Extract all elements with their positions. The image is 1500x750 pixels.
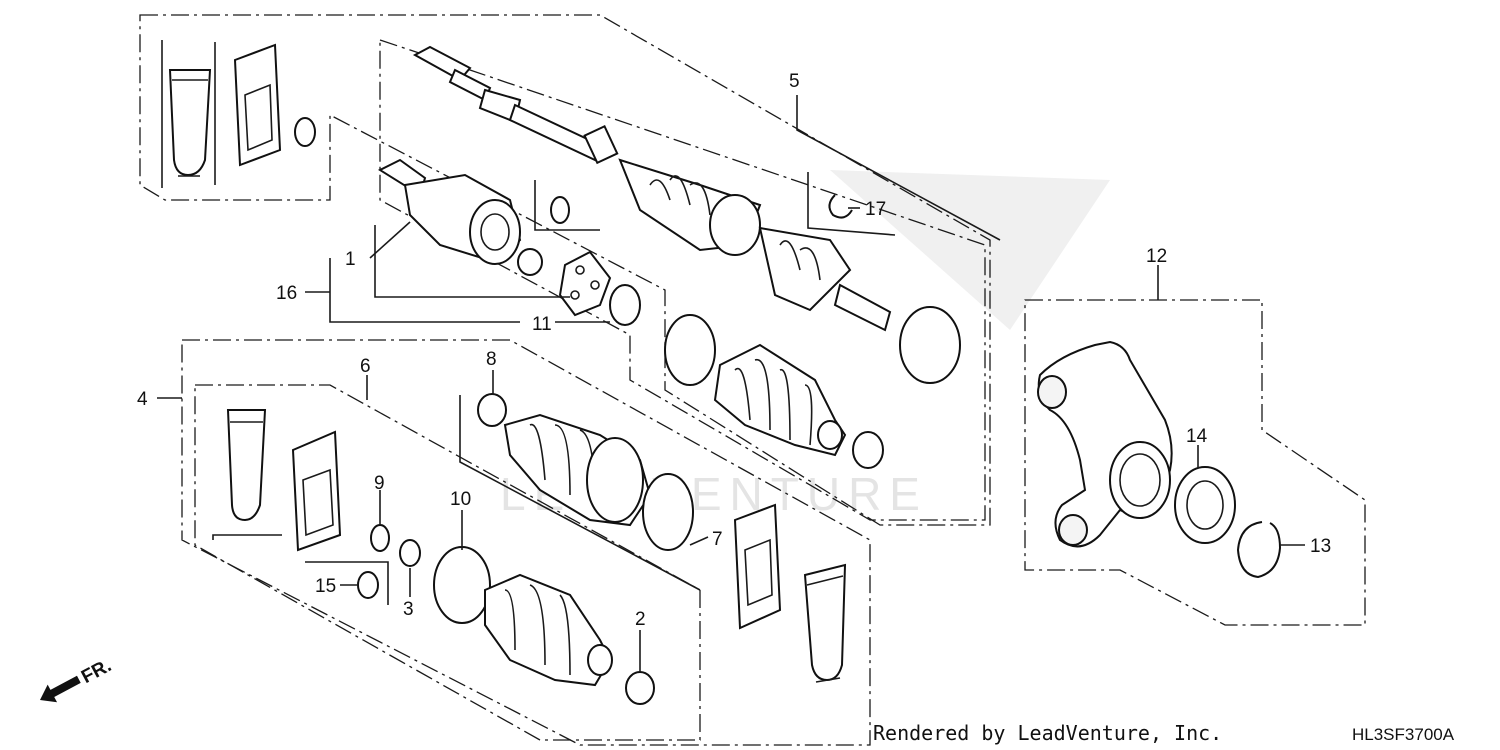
callout-6: 6 — [360, 356, 371, 377]
callout-12: 12 — [1146, 246, 1167, 267]
kit-box-12 — [1024, 299, 1366, 626]
ring-15 — [357, 571, 379, 599]
drive-shaft-assembly — [412, 45, 892, 332]
front-arrow-icon — [40, 675, 81, 703]
ring-3 — [399, 539, 421, 567]
callout-labels: 1 2 3 4 5 6 7 8 9 10 11 12 13 14 15 16 1… — [137, 71, 1331, 630]
callout-7: 7 — [712, 529, 723, 550]
ring-small-a — [550, 196, 570, 224]
grease-pack-right — [733, 503, 782, 630]
grease-tube-top — [168, 69, 212, 177]
kit-box-6 — [194, 384, 701, 741]
callout-15: 15 — [315, 576, 336, 597]
direction-label: FR. — [78, 655, 115, 688]
clamp-small-8 — [477, 393, 507, 427]
wheel-bearing — [1174, 466, 1236, 544]
callout-10: 10 — [450, 489, 471, 510]
grease-tube-left — [226, 409, 267, 522]
band-clamp-large-right — [899, 306, 961, 384]
credit-text: Rendered by LeadVenture, Inc. — [873, 721, 1222, 745]
clamp-small-2 — [625, 671, 655, 705]
clip-ring-top — [294, 117, 316, 147]
snap-ring-11 — [609, 284, 641, 326]
callout-13: 13 — [1310, 536, 1331, 557]
band-clamp-7 — [642, 473, 694, 551]
leader-lines — [157, 40, 1305, 672]
callout-11: 11 — [532, 314, 552, 335]
callout-2: 2 — [635, 609, 646, 630]
callout-3: 3 — [403, 599, 414, 620]
knuckle — [1037, 340, 1173, 548]
diagram-code: HL3SF3700A — [1352, 725, 1455, 744]
bearing-cage — [558, 250, 612, 317]
inner-joint — [377, 158, 522, 265]
callout-9: 9 — [374, 473, 385, 494]
callout-8: 8 — [486, 349, 497, 370]
boot-lower — [484, 573, 613, 687]
band-clamp-10 — [433, 546, 491, 624]
grease-pack-left — [291, 430, 342, 552]
kit-box-4 — [181, 339, 871, 746]
clamp-small-right — [852, 431, 884, 469]
front-direction-indicator: FR. — [40, 655, 115, 703]
grease-tube-right — [803, 563, 847, 683]
ring-17 — [828, 194, 853, 219]
callout-16: 16 — [276, 283, 297, 304]
callout-17: 17 — [865, 199, 886, 220]
boot-center — [503, 413, 652, 527]
band-clamp-left — [664, 314, 716, 386]
grease-pack-top — [233, 43, 282, 167]
ring-small-b — [517, 248, 543, 276]
callout-5: 5 — [789, 71, 800, 92]
snap-ring-13 — [1236, 521, 1282, 579]
kit-box-5 — [379, 39, 986, 521]
ring-9 — [370, 524, 390, 552]
callout-4: 4 — [137, 389, 148, 410]
boot-right — [713, 343, 847, 457]
callout-1: 1 — [345, 249, 356, 270]
callout-14: 14 — [1186, 426, 1208, 447]
